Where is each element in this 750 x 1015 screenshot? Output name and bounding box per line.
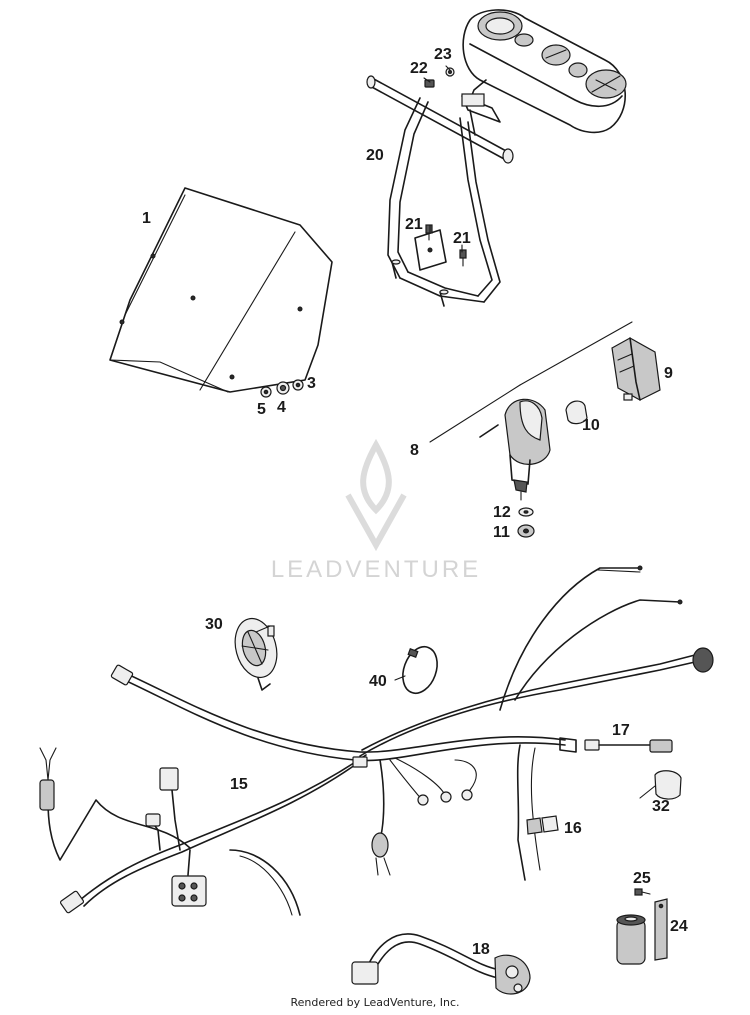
part-40-cable-tie[interactable] xyxy=(397,642,443,698)
callout-5[interactable]: 5 xyxy=(257,401,266,418)
part-10-bulb[interactable] xyxy=(565,400,588,425)
instrument-housing[interactable] xyxy=(461,9,627,134)
callout-17[interactable]: 17 xyxy=(612,722,630,739)
callout-1[interactable]: 1 xyxy=(142,210,151,227)
part-18-cable[interactable] xyxy=(351,933,531,995)
part-30-horn[interactable] xyxy=(229,614,283,691)
callout-10[interactable]: 10 xyxy=(582,417,600,434)
part-3-nut[interactable] xyxy=(292,379,304,391)
watermark-text: LEADVENTURE xyxy=(270,556,482,583)
callout-20[interactable]: 20 xyxy=(366,147,384,164)
callout-18[interactable]: 18 xyxy=(472,941,490,958)
callout-16[interactable]: 16 xyxy=(564,820,582,837)
leader-lines xyxy=(255,65,656,799)
callout-22[interactable]: 22 xyxy=(410,60,428,77)
callout-15[interactable]: 15 xyxy=(230,776,248,793)
callout-23[interactable]: 23 xyxy=(434,46,452,63)
part-8-turn-signal[interactable] xyxy=(429,321,633,501)
part-5-washer[interactable] xyxy=(260,386,272,398)
callout-40[interactable]: 40 xyxy=(369,673,387,690)
callout-24[interactable]: 24 xyxy=(670,918,688,935)
callout-32[interactable]: 32 xyxy=(652,798,670,815)
callout-3[interactable]: 3 xyxy=(307,375,316,392)
capacitor[interactable] xyxy=(616,914,646,965)
part-23-washer[interactable] xyxy=(445,67,455,77)
callout-21a[interactable]: 21 xyxy=(405,216,423,233)
part-16-connector[interactable] xyxy=(526,815,559,835)
callout-9[interactable]: 9 xyxy=(664,365,673,382)
callout-4[interactable]: 4 xyxy=(277,399,286,416)
part-24-strip[interactable] xyxy=(654,898,668,961)
part-20-bracket[interactable] xyxy=(366,75,514,307)
part-17-cable[interactable] xyxy=(584,739,673,753)
part-21-screw-b[interactable] xyxy=(459,249,467,267)
part-12-washer[interactable] xyxy=(518,507,534,517)
part-32-cap[interactable] xyxy=(654,770,682,800)
callout-21b[interactable]: 21 xyxy=(453,230,471,247)
part-4-washer[interactable] xyxy=(276,381,290,395)
callout-25[interactable]: 25 xyxy=(633,870,651,887)
part-1-windscreen[interactable] xyxy=(109,187,333,393)
part-11-nut[interactable] xyxy=(517,524,535,538)
callout-11[interactable]: 11 xyxy=(493,524,510,541)
part-25-screw[interactable] xyxy=(634,888,651,896)
callout-12[interactable]: 12 xyxy=(493,504,511,521)
part-15-wiring-harness[interactable] xyxy=(39,565,714,916)
watermark-logo xyxy=(345,438,407,552)
part-21-screw-a[interactable] xyxy=(425,224,433,241)
part-22-screw[interactable] xyxy=(424,79,435,88)
render-credit: Rendered by LeadVenture, Inc. xyxy=(290,996,460,1009)
callout-8[interactable]: 8 xyxy=(410,442,419,459)
part-9-indicator[interactable] xyxy=(611,337,661,401)
callout-30[interactable]: 30 xyxy=(205,616,223,633)
